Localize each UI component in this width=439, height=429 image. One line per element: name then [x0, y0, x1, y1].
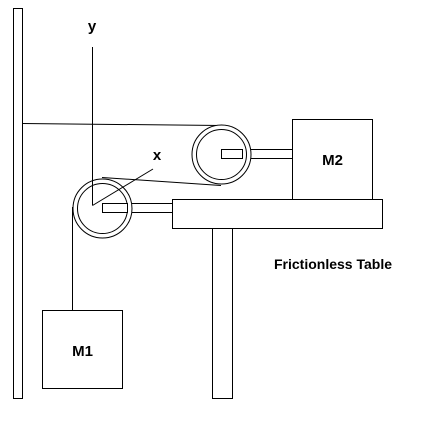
mass-m1-label: M1: [72, 343, 93, 360]
rope-wall-to-upper-pulley: [22, 123, 222, 126]
table-label: Frictionless Table: [274, 256, 392, 272]
table-top: [172, 199, 383, 229]
upper-pulley-inner: [196, 129, 247, 180]
table-leg: [212, 228, 233, 399]
block-m2: [292, 119, 373, 200]
x-axis-line: [92, 168, 154, 206]
block-m1: [42, 310, 123, 389]
y-axis-label: y: [88, 18, 97, 35]
wall: [13, 8, 23, 399]
x-axis-label: x: [153, 147, 162, 164]
upper-pulley-axle-stub: [221, 149, 243, 159]
mass-m2-label: M2: [322, 152, 343, 169]
lower-pulley-axle-stub: [102, 203, 128, 213]
rope-upper-to-lower-pulley: [101, 177, 222, 186]
